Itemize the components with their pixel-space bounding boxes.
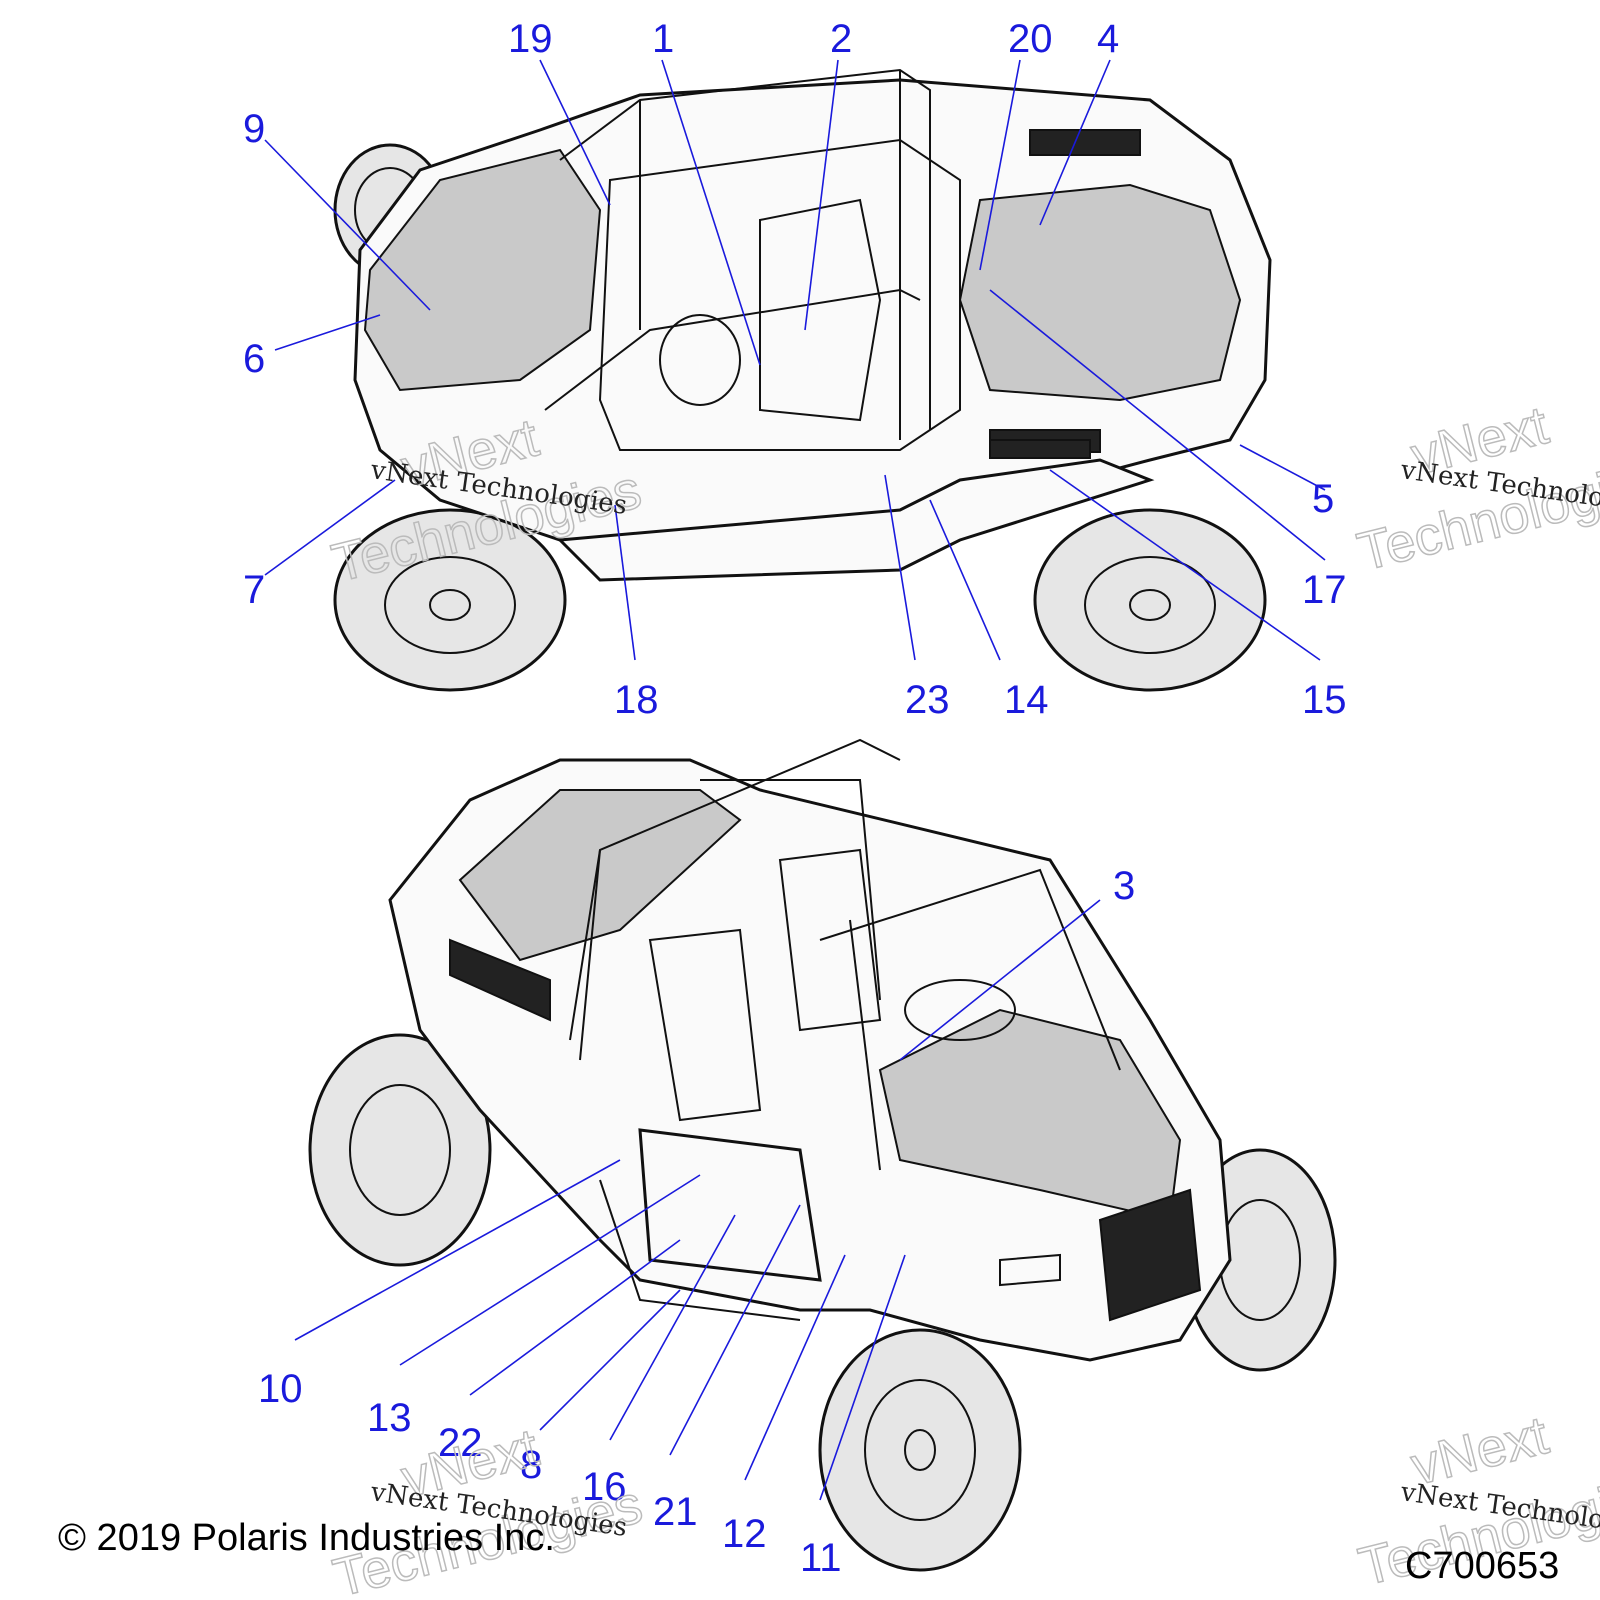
- callout-21: 21: [653, 1490, 698, 1534]
- callout-2: 2: [830, 17, 852, 61]
- callout-6: 6: [243, 337, 265, 381]
- callout-4: 4: [1097, 17, 1119, 61]
- callout-12: 12: [722, 1512, 767, 1556]
- callout-10: 10: [258, 1367, 303, 1411]
- leader-lines: [264, 59, 1326, 1501]
- vehicle-top-view: [333, 68, 1272, 692]
- figure-code: C700653: [1405, 1545, 1559, 1587]
- callout-18: 18: [614, 678, 659, 722]
- callout-labels: 19 1 2 20 4 9 6 7 5 17 18 23 14 15 3 10 …: [243, 17, 1347, 1580]
- callout-20: 20: [1008, 17, 1053, 61]
- vehicle-angled-view: [308, 738, 1337, 1572]
- callout-15: 15: [1302, 678, 1347, 722]
- callout-8: 8: [520, 1443, 542, 1487]
- callout-14: 14: [1004, 678, 1049, 722]
- wheel-front-left-angled: [818, 1328, 1022, 1572]
- callout-19: 19: [508, 17, 553, 61]
- callout-3: 3: [1113, 864, 1135, 908]
- callout-1: 1: [652, 17, 674, 61]
- callout-13: 13: [367, 1396, 412, 1440]
- callout-17: 17: [1302, 568, 1347, 612]
- callout-22: 22: [438, 1421, 483, 1465]
- wheel-rear-right-top: [1033, 508, 1267, 692]
- callout-5: 5: [1312, 477, 1334, 521]
- callout-9: 9: [243, 107, 265, 151]
- callout-16: 16: [582, 1465, 627, 1509]
- callout-11: 11: [800, 1536, 842, 1580]
- wheel-front-right-top: [333, 508, 567, 692]
- callout-7: 7: [243, 568, 265, 612]
- wheel-rear-left-angled: [308, 1033, 492, 1267]
- callout-23: 23: [905, 678, 950, 722]
- copyright-text: © 2019 Polaris Industries Inc.: [58, 1517, 555, 1559]
